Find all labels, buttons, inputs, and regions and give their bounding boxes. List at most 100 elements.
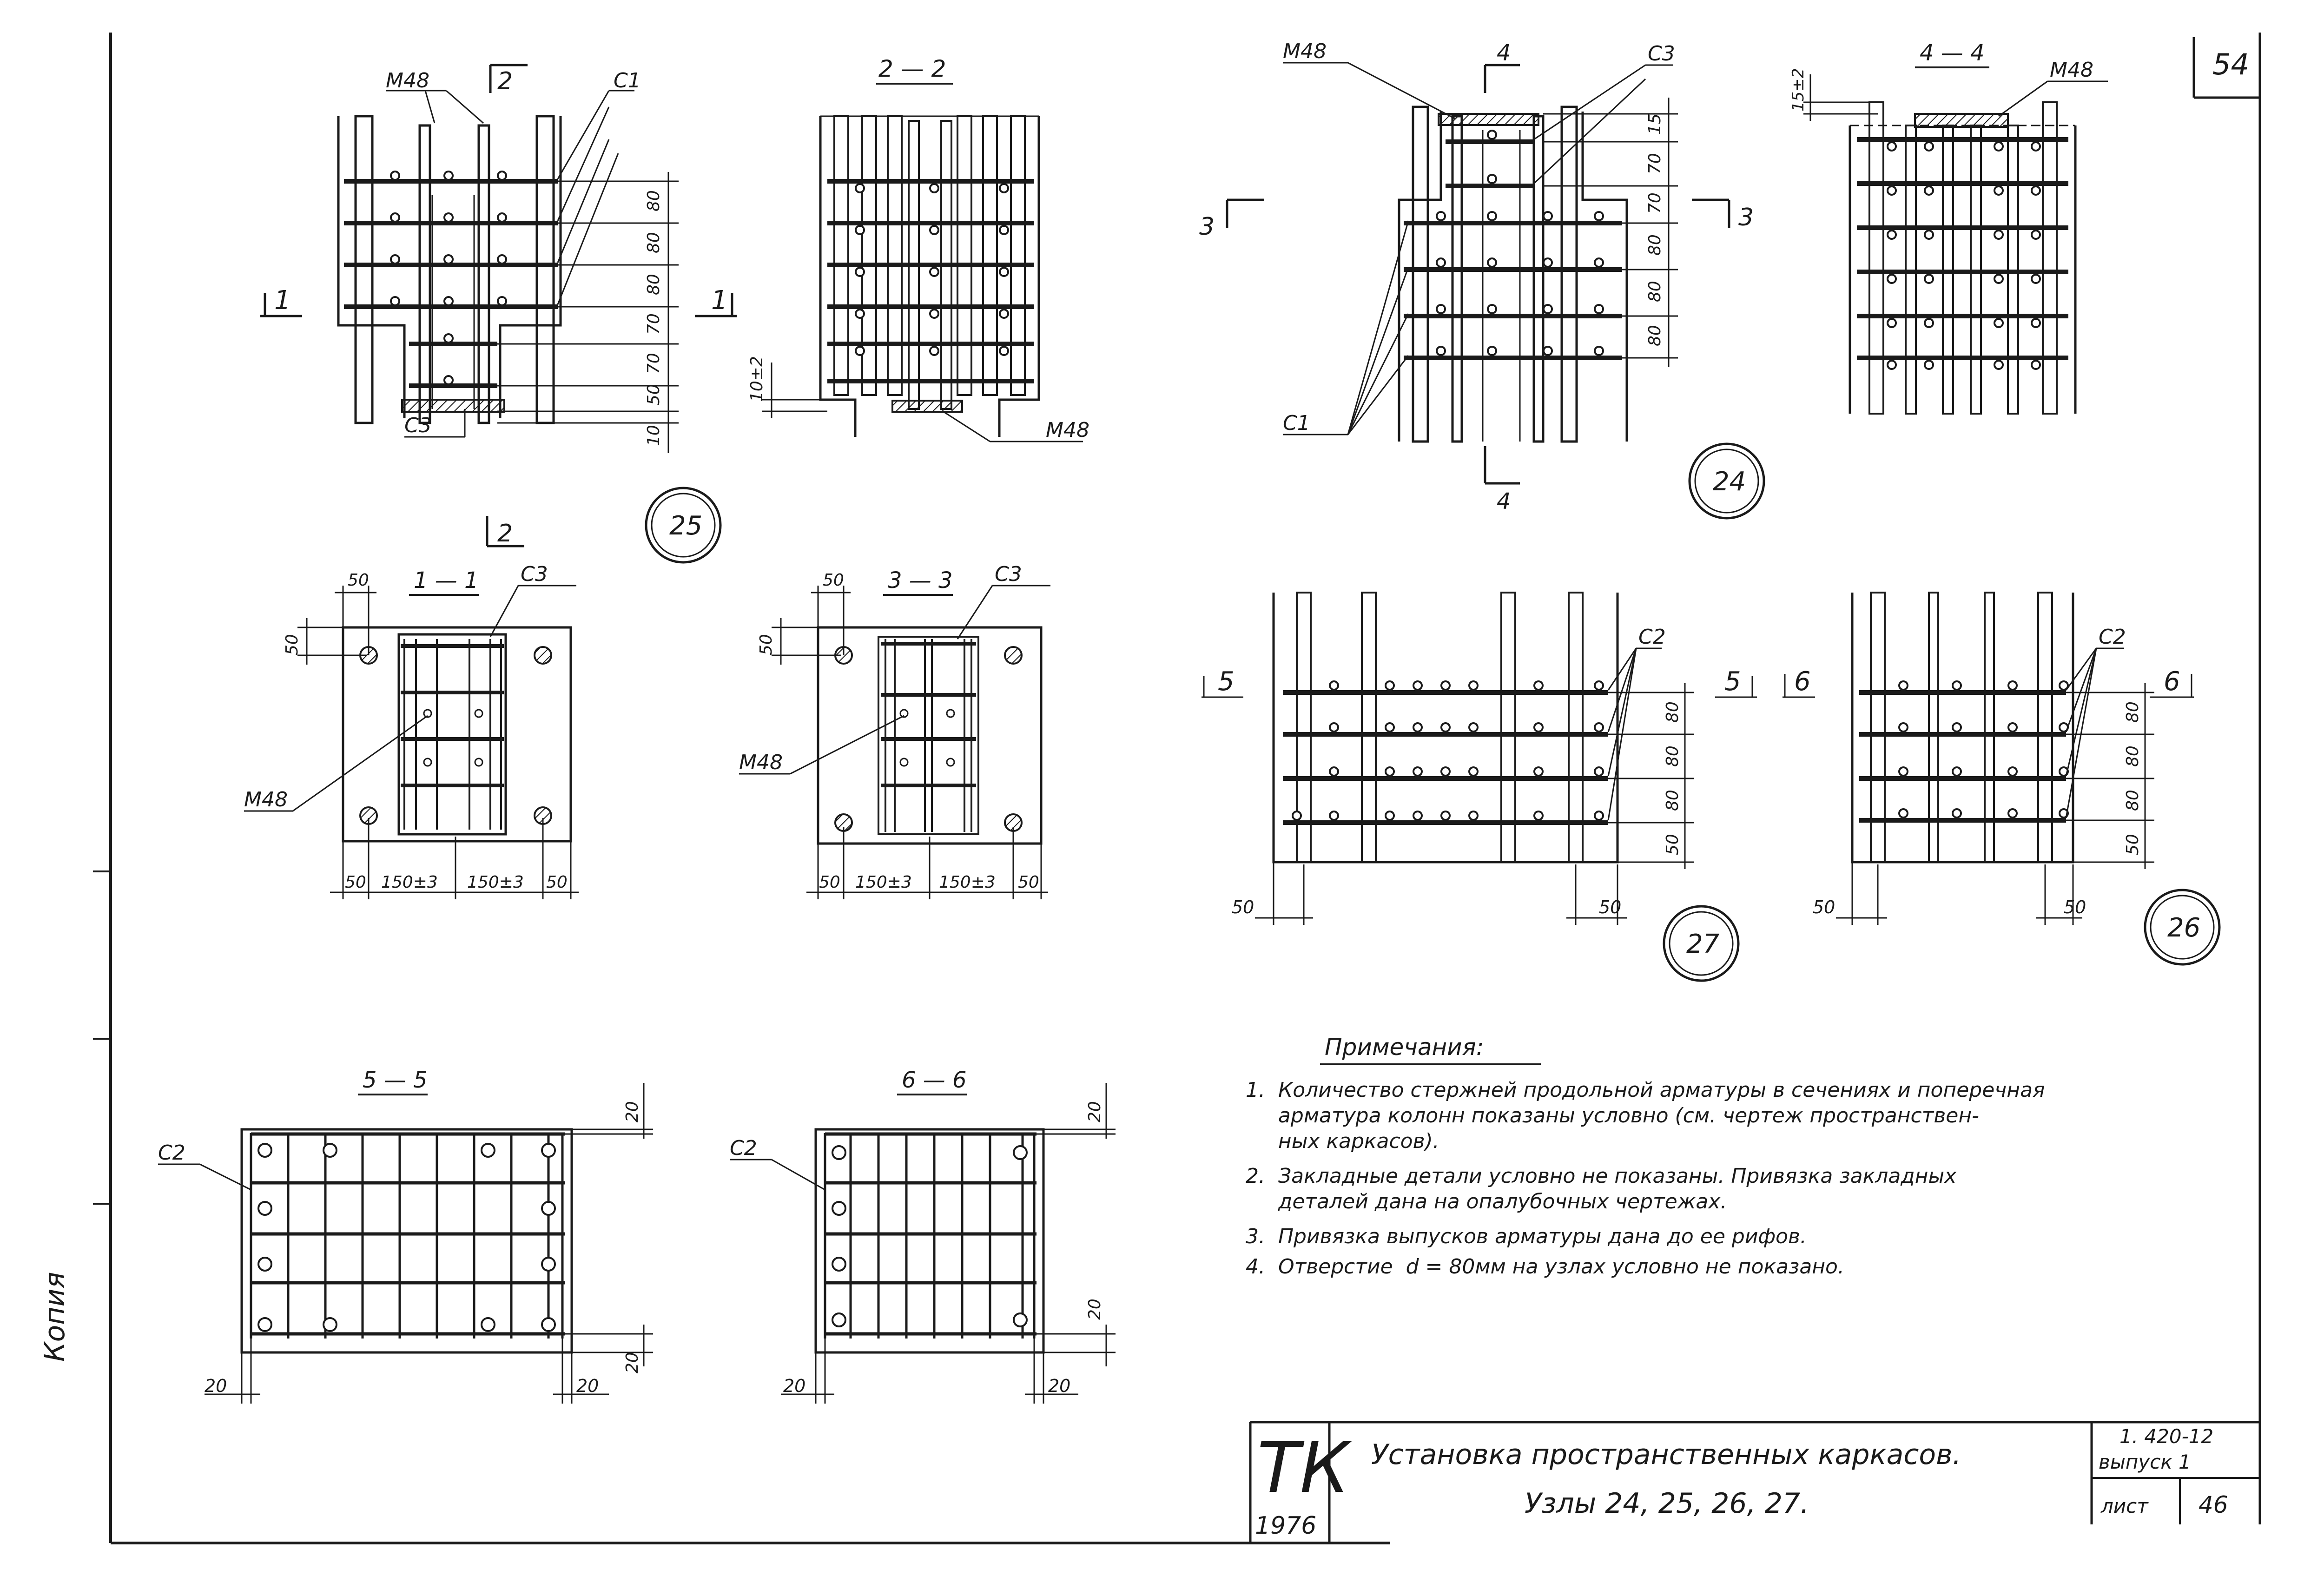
n27-cut-left: 5 xyxy=(1218,666,1235,697)
n26-cut-right: 6 xyxy=(2164,666,2180,697)
section-4-4: 4 — 4 М48 xyxy=(1789,40,2108,415)
section-1-1-bdim-3: 150±3 xyxy=(467,873,524,892)
section-2-2-title: 2 — 2 xyxy=(878,55,946,82)
section-3-3-bdim-4: 50 xyxy=(1018,873,1039,892)
n24-c1-label: С1 xyxy=(1283,411,1310,435)
n24-dim-4: 80 xyxy=(1645,234,1664,256)
section-2-2-dim: 10±2 xyxy=(747,356,766,402)
issue: выпуск 1 xyxy=(2099,1451,2191,1473)
section-3-3-bdim-1: 50 xyxy=(819,873,840,892)
sheet-no: 46 xyxy=(2199,1491,2228,1518)
s66-dim-bl: 20 xyxy=(783,1376,805,1396)
notes: Примечания: 1. Количество стержней продо… xyxy=(1246,1034,2045,1279)
n27-dim-1: 80 xyxy=(1663,701,1682,723)
n26-bottom-right: 50 xyxy=(2064,897,2086,917)
n25-dim-3: 80 xyxy=(644,274,663,295)
node-27: С2 5 5 80 80 80 50 50 50 27 xyxy=(1202,592,1757,982)
n24-dim-2: 70 xyxy=(1645,153,1664,174)
section-3-3-dim-50-top: 50 xyxy=(823,571,844,590)
n27-bottom-right: 50 xyxy=(1599,897,1621,917)
n25-dim-5: 70 xyxy=(644,353,663,374)
section-3-3-bdim-3: 150±3 xyxy=(939,873,996,892)
n24-dim-1: 15 xyxy=(1645,113,1664,135)
n26-dim-2: 80 xyxy=(2123,745,2142,767)
n25-cut-1-left: 1 xyxy=(274,285,291,316)
n27-c2-label: С2 xyxy=(1638,625,1666,649)
n25-dim-4: 70 xyxy=(644,313,663,335)
n25-c3-label: С3 xyxy=(404,414,432,437)
section-1-1-bdim-2: 150±3 xyxy=(381,873,438,892)
node-26: С2 6 6 80 80 80 50 50 50 26 xyxy=(1783,592,2221,966)
n25-cut-1-right: 1 xyxy=(711,285,728,316)
s55-dim-bl: 20 xyxy=(205,1376,227,1396)
sheet-frame: Копия xyxy=(39,33,2261,1544)
section-2-2: 2 — 2 xyxy=(747,55,1089,442)
n25-m48-label: М48 xyxy=(386,69,429,92)
sheet-label: лист xyxy=(2100,1495,2149,1517)
section-4-4-dim: 15±2 xyxy=(1789,68,1808,112)
note-line-5: деталей дана на опалубочных чертежах. xyxy=(1246,1190,1727,1213)
node-24-label: 24 xyxy=(1688,442,1765,520)
n24-dim-3: 70 xyxy=(1645,192,1664,214)
section-5-5-title: 5 — 5 xyxy=(363,1067,428,1093)
section-3-3-c3: С3 xyxy=(995,562,1022,586)
drawing-title-line-2: Узлы 24, 25, 26, 27. xyxy=(1525,1487,1809,1520)
note-line-7: 4. Отверстие d = 80мм на узлах условно н… xyxy=(1246,1255,1844,1279)
s55-dim-br: 20 xyxy=(623,1352,642,1373)
n25-dim-1: 80 xyxy=(644,190,663,211)
note-line-1: 1. Количество стержней продольной армату… xyxy=(1246,1078,2045,1102)
n24-dim-6: 80 xyxy=(1645,325,1664,346)
section-1-1-m48: М48 xyxy=(244,788,288,811)
section-1-1: 2 1 — 1 С3 xyxy=(244,516,579,899)
n27-bottom-left: 50 xyxy=(1232,897,1254,917)
n24-cut-4-bottom: 4 xyxy=(1497,488,1511,514)
n25-dim-6: 50 xyxy=(644,384,663,405)
n26-cut-left: 6 xyxy=(1794,666,1811,697)
n27-dim-4: 50 xyxy=(1663,834,1682,855)
section-3-3-bdim-2: 150±3 xyxy=(855,873,912,892)
section-3-3-dim-50-side: 50 xyxy=(757,634,776,655)
n24-c3-label: С3 xyxy=(1648,42,1675,66)
node-25-elevation: М48 С1 С3 2 1 1 80 xyxy=(260,64,737,453)
section-3-3-m48: М48 xyxy=(739,751,783,774)
margin-text: Копия xyxy=(39,1272,71,1362)
section-1-1-cut-2: 2 xyxy=(497,520,513,547)
section-3-3-title: 3 — 3 xyxy=(888,567,953,593)
n24-cut-4-top: 4 xyxy=(1497,40,1511,66)
section-6-6-title: 6 — 6 xyxy=(902,1067,967,1093)
n24-cut-3-right: 3 xyxy=(1738,204,1754,231)
note-line-3: ных каркасов). xyxy=(1246,1129,1439,1153)
note-line-2: арматура колонн показаны условно (см. че… xyxy=(1246,1104,1979,1128)
title-block: ТК 1976 Установка пространственных карка… xyxy=(1249,1421,2260,1543)
notes-title: Примечания: xyxy=(1325,1034,1484,1061)
n26-dim-1: 80 xyxy=(2123,701,2142,723)
section-1-1-dim-50-side: 50 xyxy=(283,634,302,655)
n25-cut-2: 2 xyxy=(497,67,513,95)
s55-c2: С2 xyxy=(158,1141,185,1165)
node-24-number: 24 xyxy=(1713,467,1746,497)
n26-bottom-left: 50 xyxy=(1813,897,1835,917)
series-code: 1. 420-12 xyxy=(2119,1425,2213,1448)
n25-c1-label: С1 xyxy=(614,69,641,92)
n24-m48-label: М48 xyxy=(1283,40,1327,63)
n24-cut-3-left: 3 xyxy=(1199,213,1215,241)
s66-dim-bb: 20 xyxy=(1048,1376,1070,1396)
n26-c2-label: С2 xyxy=(2099,625,2126,649)
node-24-elevation: М48 С3 С1 4 4 3 3 xyxy=(1199,40,1754,514)
section-1-1-title: 1 — 1 xyxy=(414,567,479,593)
n25-dim-2: 80 xyxy=(644,232,663,253)
section-1-1-dim-50-top: 50 xyxy=(348,571,369,590)
s55-dim-tr: 20 xyxy=(623,1101,642,1122)
section-2-2-m48: М48 xyxy=(1046,418,1089,442)
n27-dim-3: 80 xyxy=(1663,790,1682,811)
section-1-1-bdim-4: 50 xyxy=(546,873,568,892)
n26-dim-4: 50 xyxy=(2123,834,2142,855)
section-5-5: 5 — 5 xyxy=(158,1067,653,1404)
section-4-4-m48: М48 xyxy=(2050,58,2093,82)
node-26-number: 26 xyxy=(2167,913,2200,943)
n26-dim-3: 80 xyxy=(2123,790,2142,811)
note-line-4: 2. Закладные детали условно не показаны.… xyxy=(1246,1164,1957,1188)
node-25-number: 25 xyxy=(669,511,702,541)
n25-dim-7: 10 xyxy=(644,425,663,446)
